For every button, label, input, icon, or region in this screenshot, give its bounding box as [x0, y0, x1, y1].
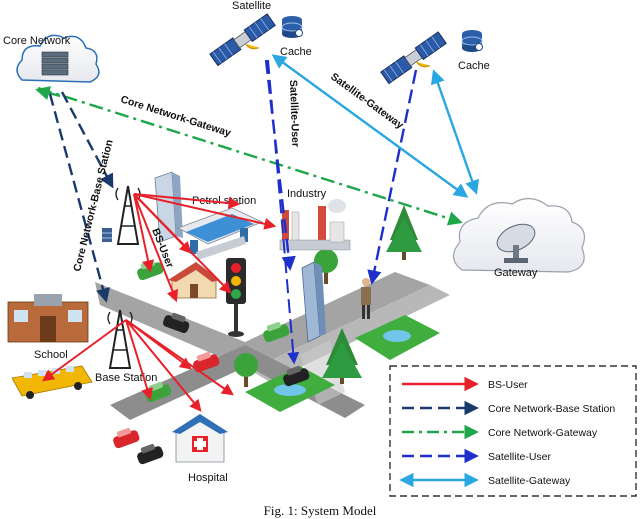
office-tower-icon [154, 171, 183, 243]
legend-label-0: BS-User [488, 379, 528, 391]
system-model-diagram: Core Network Gateway Satellite Cache [3, 0, 637, 497]
core-network-label: Core Network [3, 35, 71, 47]
school-bus-icon [11, 365, 93, 399]
cache-label-1: Cache [280, 46, 312, 58]
link-sat-user-label: Satellite-User [287, 80, 301, 148]
cache-database-icon [281, 16, 303, 38]
bs-user-links-top [133, 193, 277, 303]
server-icon [102, 228, 112, 242]
bs-user-links-bottom [42, 319, 234, 412]
core-network-cloud [16, 34, 100, 83]
house-icon [168, 262, 220, 299]
base-station-tower-icon-2 [107, 309, 133, 369]
cache-database-icon-2 [461, 30, 483, 52]
industry-icon [279, 199, 351, 251]
hospital-icon [172, 414, 228, 463]
gateway-label: Gateway [494, 267, 538, 279]
hospital-label: Hospital [188, 472, 228, 484]
figure-caption: Fig. 1: System Model [263, 503, 377, 518]
trees [234, 205, 422, 387]
link-sat-gateway-b [431, 69, 479, 195]
satellite-label: Satellite [232, 0, 271, 12]
petrol-station-icon [177, 207, 263, 260]
base-station-label: Base Station [95, 372, 157, 384]
park-patches [245, 315, 440, 412]
school-label: School [34, 349, 68, 361]
school-icon [7, 294, 89, 343]
satellite-icon [209, 13, 276, 67]
industry-label: Industry [287, 188, 327, 200]
link-core-gateway-tail [35, 86, 61, 100]
link-core-gateway [37, 86, 463, 226]
traffic-light-icon [226, 258, 246, 337]
cache-label-2: Cache [458, 60, 490, 72]
skyscraper-icon [301, 261, 326, 343]
legend-label-1: Core Network-Base Station [488, 403, 615, 415]
satellite-icon-2 [380, 31, 447, 85]
legend-label-4: Satellite-Gateway [488, 475, 571, 487]
legend-label-3: Satellite-User [488, 451, 552, 463]
legend-label-2: Core Network-Gateway [488, 427, 598, 439]
gateway-cloud [452, 197, 585, 273]
link-sat-gateway-a [271, 54, 469, 198]
